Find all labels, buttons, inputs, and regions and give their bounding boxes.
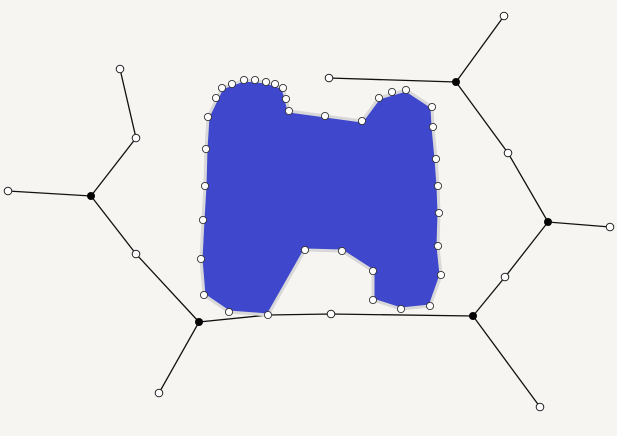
graph-endpoint-node[interactable] xyxy=(154,388,164,398)
polygon-vertex-handle[interactable] xyxy=(250,75,260,85)
polygon-vertex-handle[interactable] xyxy=(224,307,234,317)
polygon-vertex-handle[interactable] xyxy=(199,290,209,300)
graph-junction-node[interactable] xyxy=(544,218,552,226)
polygon-vertex-handle[interactable] xyxy=(281,94,291,104)
graph-endpoint-node[interactable] xyxy=(324,73,334,83)
edge-layer xyxy=(7,15,611,408)
polygon-vertex-handle[interactable] xyxy=(203,112,213,122)
graph-node-layer xyxy=(3,11,615,412)
graph-endpoint-node[interactable] xyxy=(499,11,509,21)
graph-junction-node[interactable] xyxy=(452,78,460,86)
graph-endpoint-node[interactable] xyxy=(326,309,336,319)
edge-left-top[interactable] xyxy=(7,68,137,197)
polygon-vertex-handle[interactable] xyxy=(201,144,211,154)
graph-endpoint-node[interactable] xyxy=(131,249,141,259)
polygon-vertex-handle[interactable] xyxy=(368,295,378,305)
graph-endpoint-node[interactable] xyxy=(500,272,510,282)
polygon-vertex-handle[interactable] xyxy=(427,102,437,112)
polygon-vertex-handle[interactable] xyxy=(337,246,347,256)
polygon-vertex-handle[interactable] xyxy=(434,208,444,218)
graph-endpoint-node[interactable] xyxy=(605,222,615,232)
polygon-vertex-handle[interactable] xyxy=(198,215,208,225)
polygon-vertex-handle[interactable] xyxy=(433,181,443,191)
polygon-vertex-handle[interactable] xyxy=(320,111,330,121)
polygon-vertex-handle[interactable] xyxy=(300,245,310,255)
polygon-vertex-handle[interactable] xyxy=(401,85,411,95)
polygon-vertex-handle[interactable] xyxy=(261,77,271,87)
polygon-vertex-handle[interactable] xyxy=(284,106,294,116)
polygon-vertex-handle[interactable] xyxy=(431,154,441,164)
polygon-vertex-handle[interactable] xyxy=(227,79,237,89)
polygon-vertex-handle[interactable] xyxy=(263,310,273,320)
polygon-vertex-handle[interactable] xyxy=(436,270,446,280)
polygon-vertex-handle[interactable] xyxy=(374,93,384,103)
graph-endpoint-node[interactable] xyxy=(115,64,125,74)
polygon-vertex-handle[interactable] xyxy=(387,87,397,97)
edge-right-lower[interactable] xyxy=(472,221,611,317)
edge-left-lower[interactable] xyxy=(90,195,200,323)
graph-junction-node[interactable] xyxy=(87,192,95,200)
polygon-vertex-handle[interactable] xyxy=(239,75,249,85)
polygon-vertex-handle[interactable] xyxy=(211,93,221,103)
graph-endpoint-node[interactable] xyxy=(131,133,141,143)
graph-junction-node[interactable] xyxy=(469,312,477,320)
polygon-vertex-handle[interactable] xyxy=(428,122,438,132)
edge-bottom[interactable] xyxy=(158,313,541,408)
polygon-vertex-handle[interactable] xyxy=(270,79,280,89)
polygon-vertex-handle[interactable] xyxy=(433,241,443,251)
polygon-vertex-handle[interactable] xyxy=(368,266,378,276)
edge-right-upper[interactable] xyxy=(328,77,549,223)
polygon-vertex-layer xyxy=(196,75,446,320)
polygon-vertex-handle[interactable] xyxy=(396,304,406,314)
graph-junction-node[interactable] xyxy=(195,318,203,326)
polygon-vertex-handle[interactable] xyxy=(217,83,227,93)
graph-endpoint-node[interactable] xyxy=(503,148,513,158)
polygon-vertex-handle[interactable] xyxy=(357,116,367,126)
polygon-vertex-handle[interactable] xyxy=(200,181,210,191)
graph-endpoint-node[interactable] xyxy=(3,186,13,196)
graph-endpoint-node[interactable] xyxy=(535,402,545,412)
edge-right-top[interactable] xyxy=(455,15,505,83)
polygon-shape[interactable] xyxy=(199,78,443,317)
polygon-vertex-handle[interactable] xyxy=(278,83,288,93)
polygon-vertex-handle[interactable] xyxy=(196,254,206,264)
polygon-vertex-handle[interactable] xyxy=(425,301,435,311)
